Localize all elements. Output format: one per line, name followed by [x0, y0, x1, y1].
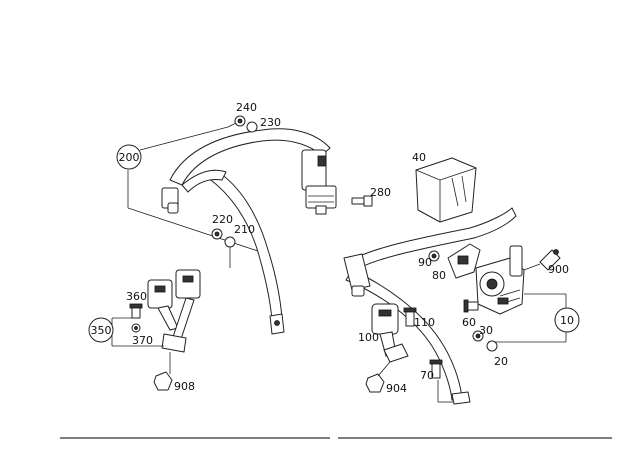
right-belt-assembly — [343, 157, 567, 405]
label-70: 70 — [420, 369, 434, 382]
lower-belt-webbing — [207, 169, 283, 321]
label-220: 220 — [212, 213, 233, 226]
bolt-70 — [429, 359, 443, 379]
cover-40 — [415, 157, 477, 223]
label-210: 210 — [234, 223, 255, 236]
bolt-110 — [403, 307, 417, 327]
cap-210 — [224, 236, 236, 248]
right-belt-webbing — [347, 207, 517, 271]
svg-text:10: 10 — [560, 314, 574, 327]
label-90: 90 — [418, 256, 432, 269]
label-900: 900 — [548, 263, 569, 276]
label-240: 240 — [236, 101, 257, 114]
nut-240 — [234, 115, 246, 127]
cap-20 — [486, 340, 498, 352]
clip-908 — [153, 371, 173, 391]
label-280: 280 — [370, 186, 391, 199]
label-60: 60 — [462, 316, 476, 329]
label-20: 20 — [494, 355, 508, 368]
label-100: 100 — [358, 331, 379, 344]
height-adjuster-80 — [447, 243, 481, 279]
callout-10: 10 — [554, 307, 580, 333]
bolt-60 — [463, 299, 479, 313]
callout-350: 350 — [88, 317, 114, 343]
washer-370 — [131, 323, 141, 333]
label-904: 904 — [386, 382, 407, 395]
label-230: 230 — [260, 116, 281, 129]
label-30: 30 — [479, 324, 493, 337]
label-40: 40 — [412, 151, 426, 164]
label-370: 370 — [132, 334, 153, 347]
left-belt-assembly — [127, 115, 373, 335]
bolt-280 — [351, 195, 373, 207]
bolt-360 — [129, 303, 143, 319]
bolt-90 — [428, 250, 440, 262]
belt-guide-loop — [343, 253, 371, 291]
clip-904 — [365, 373, 385, 393]
buckle-group-left — [111, 269, 201, 391]
retractor-10 — [475, 245, 525, 315]
buckle-head-b — [175, 269, 201, 299]
bottom-anchor-plate — [451, 391, 471, 405]
svg-text:350: 350 — [91, 324, 112, 337]
buckle-head-a — [147, 279, 173, 309]
washer-30 — [472, 330, 484, 342]
label-360: 360 — [126, 290, 147, 303]
cap-230 — [246, 121, 258, 133]
buckle-100 — [371, 303, 409, 363]
nut-220 — [211, 228, 223, 240]
retractor-left — [301, 149, 337, 215]
connector-900 — [523, 249, 561, 271]
label-80: 80 — [432, 269, 446, 282]
label-110: 110 — [414, 316, 435, 329]
callout-200: 200 — [116, 144, 142, 170]
label-908: 908 — [174, 380, 195, 393]
svg-text:200: 200 — [119, 151, 140, 164]
